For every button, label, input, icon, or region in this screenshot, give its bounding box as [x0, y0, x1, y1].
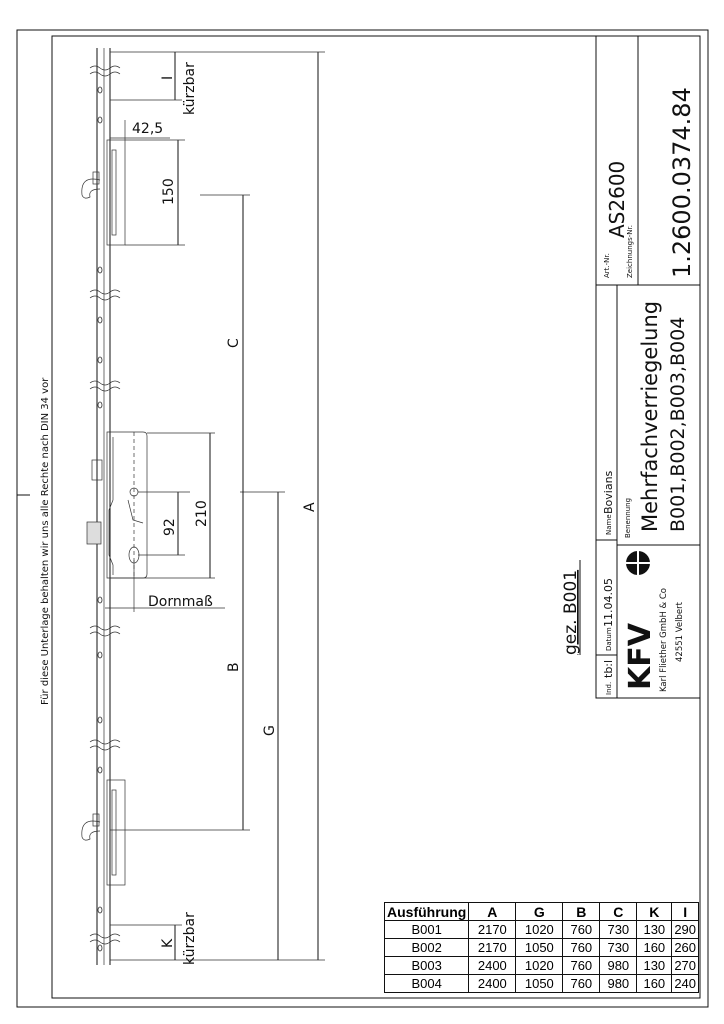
company-city: 42551 Velbert	[675, 601, 685, 662]
designation-label: Benennung	[624, 498, 632, 538]
cell: 980	[599, 974, 638, 993]
dim-210-label: 210	[194, 500, 210, 527]
cell: 160	[636, 938, 673, 957]
date-value: 11.04.05	[602, 578, 615, 627]
cell: 1020	[515, 920, 564, 939]
inner-frame	[51, 35, 701, 999]
dim-150-label: 150	[161, 178, 177, 205]
designation-line1: Mehrfachverriegelung	[638, 301, 662, 532]
cell: 2170	[468, 920, 517, 939]
designation-line2: B001,B002,B003,B004	[667, 317, 689, 532]
drawn-by: gez. B001	[561, 570, 581, 655]
cell: 130	[636, 956, 673, 975]
cell: 760	[562, 974, 601, 993]
dim-a-label: A	[302, 502, 318, 512]
cell: 2400	[468, 956, 517, 975]
cell: B001	[383, 920, 470, 939]
cell: B003	[383, 956, 470, 975]
cell: B004	[383, 974, 470, 993]
drawing-no-label: Zeichnungs-Nr.	[626, 225, 634, 278]
main-lock-case	[86, 431, 148, 579]
cell: 240	[671, 974, 700, 993]
cell: B002	[383, 938, 470, 957]
top-hook-lock	[81, 139, 126, 246]
name-label: Name	[605, 514, 613, 535]
index-label: Ind.	[605, 682, 613, 695]
cell: 2170	[468, 938, 517, 957]
header-cell: Ausführung	[383, 902, 470, 921]
dim-backset-label: Dornmaß	[148, 594, 213, 610]
cell: 1050	[515, 938, 564, 957]
drawing-no-value: 1.2600.0374.84	[668, 87, 696, 278]
header-cell: A	[468, 902, 517, 921]
dim-k-shortenable: kürzbar	[182, 912, 198, 965]
dim-g-label: G	[262, 725, 278, 736]
dim-k-label: K	[160, 938, 176, 948]
cell: 2400	[468, 974, 517, 993]
dim-i-label: I	[160, 76, 176, 80]
cell: 270	[671, 956, 700, 975]
article-value: AS2600	[605, 161, 629, 238]
cell: 760	[562, 956, 601, 975]
header-cell: I	[671, 902, 700, 921]
outer-border	[16, 29, 709, 1008]
cell: 730	[599, 938, 638, 957]
name-value: Bovians	[602, 470, 615, 514]
dim-b-label: B	[226, 662, 242, 672]
cell: 1020	[515, 956, 564, 975]
cell: 290	[671, 920, 700, 939]
cell: 730	[599, 920, 638, 939]
bottom-hook-lock	[81, 779, 126, 886]
lock-rail	[89, 48, 121, 965]
cell: 760	[562, 920, 601, 939]
cell: 260	[671, 938, 700, 957]
table-header-row: Ausführung A G B C K I	[383, 902, 700, 921]
index-value: tb:l	[602, 660, 615, 678]
date-label: Datum	[605, 627, 613, 651]
dim-42-5-label: 42,5	[132, 121, 163, 137]
kfv-logo-icon	[626, 551, 650, 575]
title-block: Ind. tb:l Datum 11.04.05 Name Bovians Be…	[595, 35, 701, 699]
header-cell: K	[636, 902, 673, 921]
company-name: Karl Fliether GmbH & Co	[659, 588, 669, 692]
cell: 980	[599, 956, 638, 975]
side-notice: Für diese Unterlage behalten wir uns all…	[40, 377, 51, 705]
dimension-lines	[105, 51, 325, 961]
article-label: Art.-Nr.	[603, 253, 611, 278]
company-logo: KFV	[623, 622, 658, 690]
cell: 130	[636, 920, 673, 939]
dim-c-label: C	[226, 338, 242, 348]
cell: 160	[636, 974, 673, 993]
cell: 760	[562, 938, 601, 957]
dim-92-label: 92	[162, 518, 178, 536]
header-cell: C	[599, 902, 638, 921]
cell: 1050	[515, 974, 564, 993]
header-cell: G	[515, 902, 564, 921]
header-cell: B	[562, 902, 601, 921]
dim-i-shortenable: kürzbar	[182, 62, 198, 115]
